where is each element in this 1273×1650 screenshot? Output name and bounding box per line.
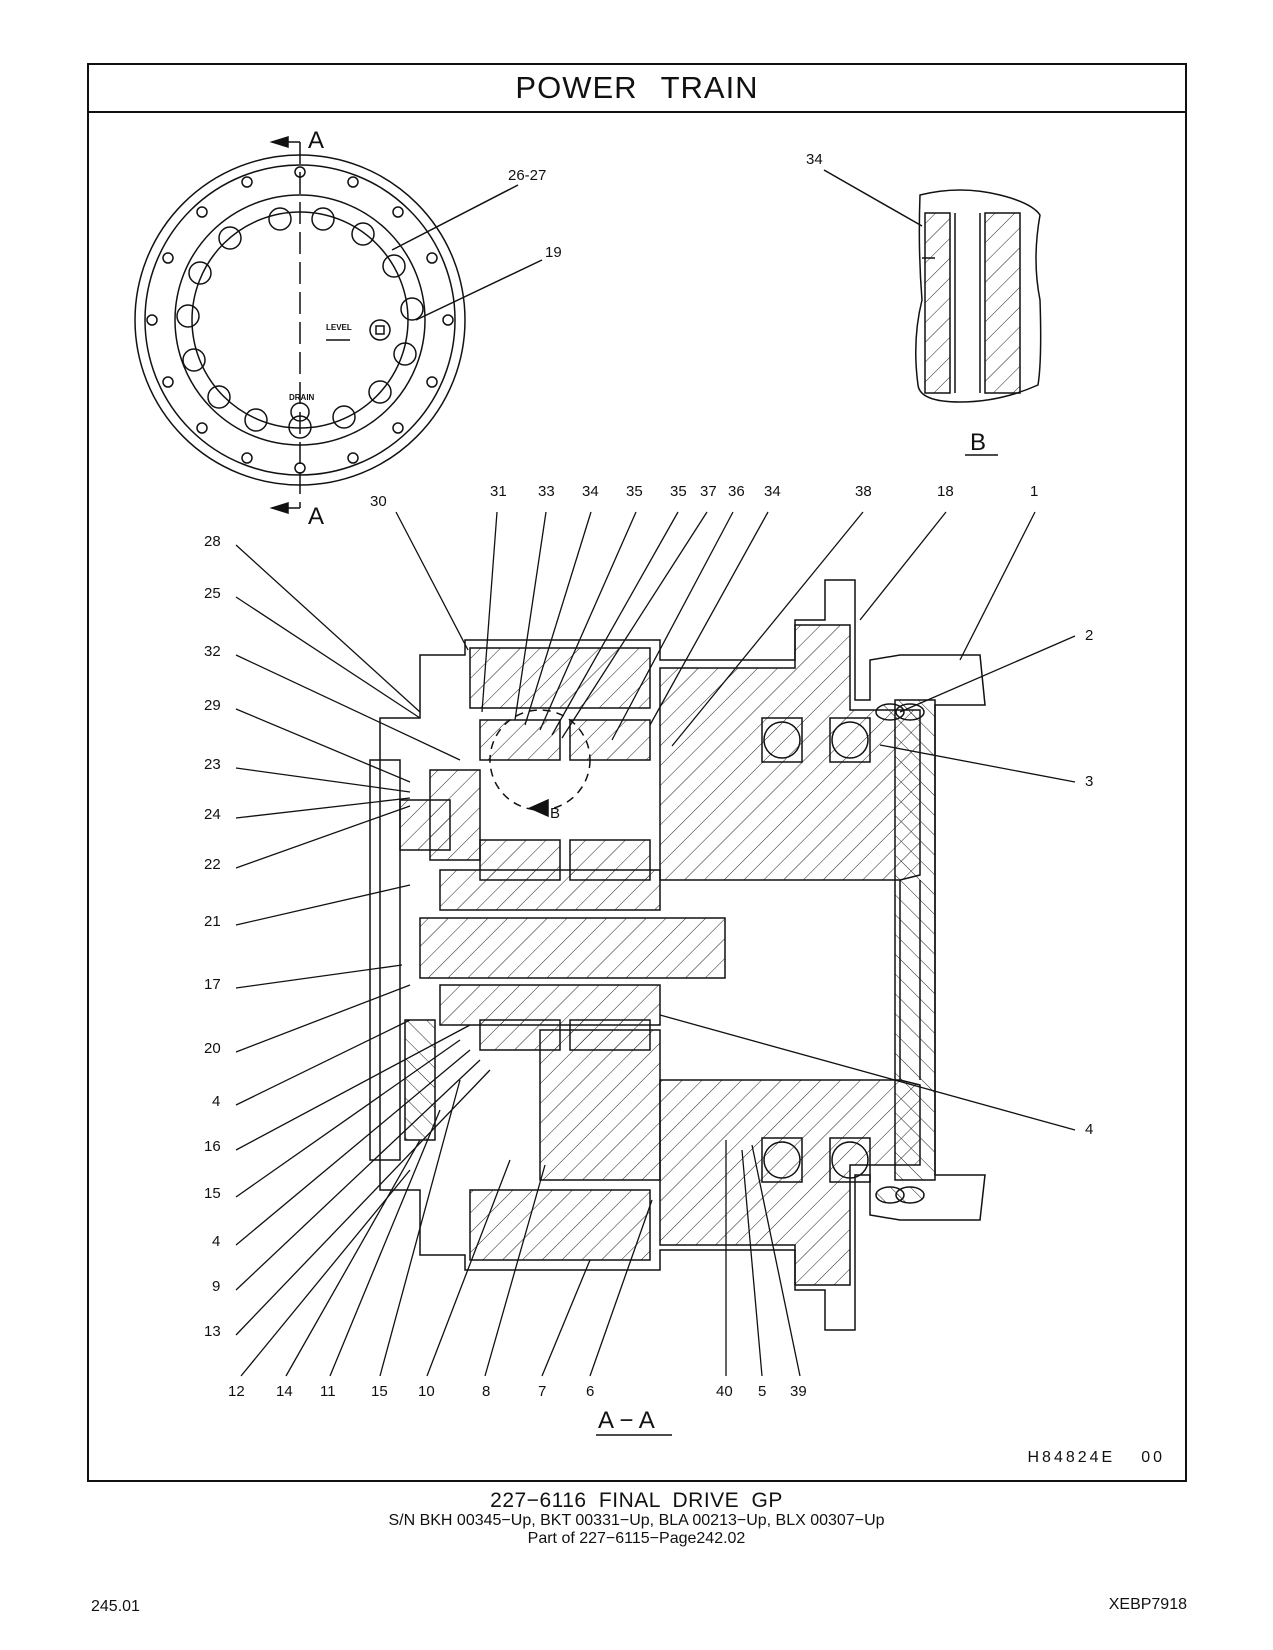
callout-4-a: 4 [212,1093,220,1110]
callout-15-b: 15 [371,1383,388,1400]
section-aa-view [369,579,986,1331]
group-title: 227−6116 FINAL DRIVE GP [490,1489,783,1512]
callout-9: 9 [212,1278,220,1295]
callout-24: 24 [204,806,221,823]
callout-35-a: 35 [626,483,643,500]
callout-38: 38 [855,483,872,500]
callout-7: 7 [538,1383,546,1400]
right-leaders [659,635,1076,1131]
callout-3: 3 [1085,773,1093,790]
callout-4-b: 4 [212,1233,220,1250]
callout-35-b: 35 [670,483,687,500]
callout-11: 11 [320,1383,336,1400]
callout-32: 32 [204,643,221,660]
detail-view-b [823,169,1042,456]
callout-22: 22 [204,856,221,873]
drain-label: DRAIN [289,393,315,402]
bottom-leaders [240,1079,801,1377]
detail-b-marker: B [550,805,560,822]
page-title: POWER TRAIN [89,65,1185,113]
section-a-bottom-label: A [308,503,324,530]
callout-12: 12 [228,1383,245,1400]
callout-15-a: 15 [204,1185,221,1202]
callout-6: 6 [586,1383,594,1400]
callout-29: 29 [204,697,221,714]
callout-17: 17 [204,976,221,993]
callout-18: 18 [937,483,954,500]
section-a-top-label: A [308,127,324,154]
top-callouts: 30 31 33 34 35 35 37 36 34 38 18 1 [370,483,1038,510]
bottom-callouts: 12 14 11 15 10 8 7 6 40 5 39 [228,1383,807,1400]
callout-21: 21 [204,913,221,930]
callout-30: 30 [370,493,387,510]
callout-40: 40 [716,1383,733,1400]
callout-28: 28 [204,533,221,550]
right-callouts: 2 3 4 [1085,627,1093,1138]
page-number: 245.01 [91,1598,140,1615]
top-leaders [395,511,1036,747]
callout-34-b: 34 [764,483,781,500]
callout-8: 8 [482,1383,490,1400]
end-view-a [134,135,543,515]
callout-14: 14 [276,1383,293,1400]
detail-b-label: B [970,429,986,456]
callout-34-detail: 34 [806,151,823,168]
callout-19: 19 [545,244,562,261]
callout-39: 39 [790,1383,807,1400]
callout-1: 1 [1030,483,1038,500]
document-id: XEBP7918 [1108,1596,1187,1613]
drawing-frame: POWER TRAIN [87,63,1187,1482]
callout-10: 10 [418,1383,435,1400]
callout-26-27: 26-27 [508,167,546,184]
callout-33: 33 [538,483,555,500]
part-of-reference: Part of 227−6115−Page242.02 [527,1530,746,1547]
callout-31: 31 [490,483,507,500]
drawing-rev: 00 [1141,1449,1165,1466]
level-label: LEVEL [326,323,352,332]
callout-4-c: 4 [1085,1121,1093,1138]
section-aa-label: A − A [598,1407,655,1434]
callout-34-a: 34 [582,483,599,500]
callout-16: 16 [204,1138,221,1155]
drawing-id: H84824E [1027,1449,1116,1466]
callout-37: 37 [700,483,717,500]
callout-23: 23 [204,756,221,773]
callout-2: 2 [1085,627,1093,644]
serial-numbers: S/N BKH 00345−Up, BKT 00331−Up, BLA 0021… [388,1512,885,1529]
callout-36: 36 [728,483,745,500]
callout-20: 20 [204,1040,221,1057]
callout-13: 13 [204,1323,221,1340]
callout-5: 5 [758,1383,766,1400]
callout-25: 25 [204,585,221,602]
left-leaders [235,544,491,1336]
drawing-code: H84824E 00 [1027,1449,1165,1467]
left-callouts: 28 25 32 29 23 24 22 21 17 20 4 16 15 4 … [204,533,221,1340]
